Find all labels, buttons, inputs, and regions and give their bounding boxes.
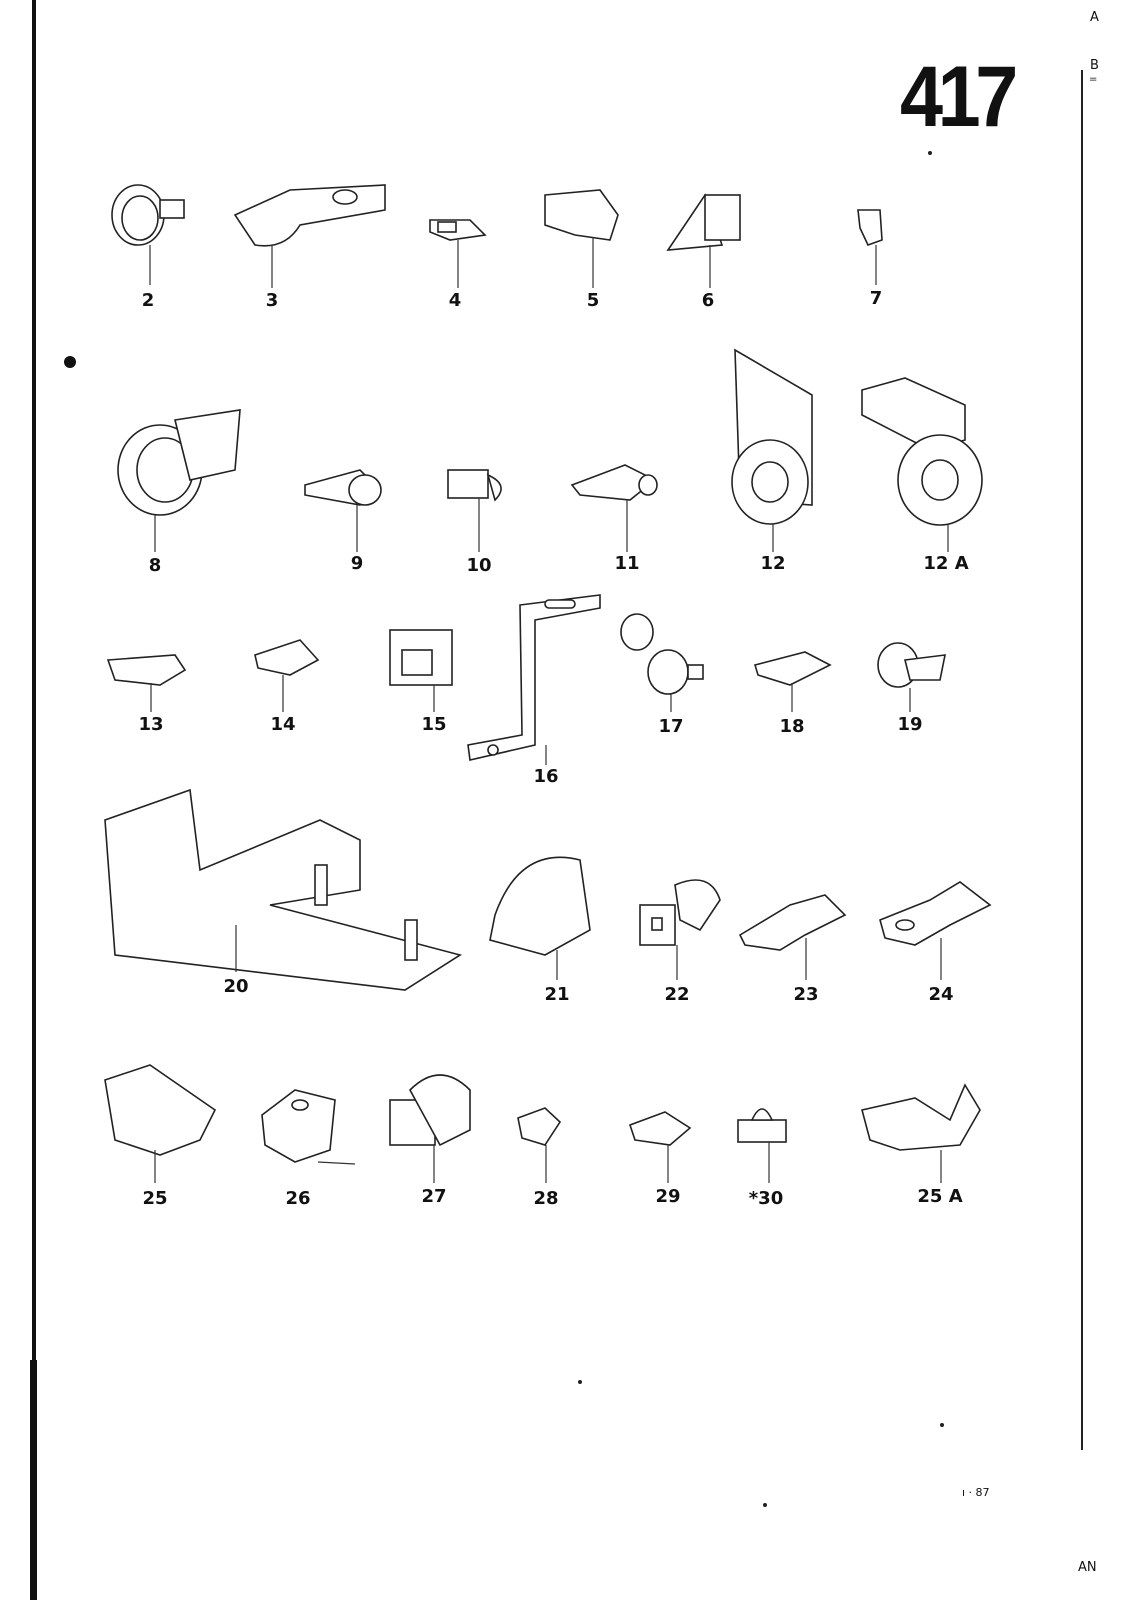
right-margin-line (1081, 70, 1083, 1450)
part-label-26: 26 (285, 1188, 311, 1209)
part-26-nut-clip (261, 1089, 356, 1165)
part-9-clip (304, 469, 382, 552)
part-27-clamp (389, 1074, 471, 1183)
part-17-double-clip (620, 613, 704, 712)
part-label-27: 27 (421, 1186, 447, 1207)
part-11-clip (570, 464, 658, 552)
part-label-25a: 25 A (917, 1186, 963, 1207)
part-label-28: 28 (533, 1188, 559, 1209)
part-15-cable-holder (389, 629, 453, 712)
part-label-29: 29 (655, 1186, 681, 1207)
part-label-6: 6 (701, 290, 715, 311)
part-5-clip (544, 189, 619, 288)
part-25a-clip (861, 1083, 981, 1183)
part-label-18: 18 (779, 716, 805, 737)
part-label-24: 24 (928, 984, 954, 1005)
part-13-clip (106, 654, 187, 712)
date-code: ı · 87 (962, 1486, 990, 1499)
part-label-3: 3 (265, 290, 279, 311)
part-label-9: 9 (350, 553, 364, 574)
part-21-clamp (489, 856, 591, 980)
part-4-clip (429, 219, 487, 288)
part-14-clip (254, 639, 320, 712)
part-10-clip (447, 469, 502, 552)
scan-specks (64, 151, 944, 1507)
part-label-8: 8 (148, 555, 162, 576)
page-number: 417 (900, 49, 1018, 145)
part-label-2: 2 (141, 290, 155, 311)
part-label-19: 19 (897, 714, 923, 735)
part-label-30: *30 (748, 1188, 784, 1209)
part-25-clip (104, 1064, 217, 1183)
part-label-16: 16 (533, 766, 559, 787)
part-label-15: 15 (421, 714, 447, 735)
edge-mark-b: B (1090, 58, 1099, 73)
edge-mark-eq: = (1089, 74, 1098, 85)
left-binding-edge (32, 0, 36, 1600)
part-label-5: 5 (586, 290, 600, 311)
part-6-retainer (666, 193, 741, 288)
part-label-22: 22 (664, 984, 690, 1005)
part-23-clip (738, 894, 847, 980)
edge-mark-a: A (1090, 10, 1099, 25)
part-8-clamp (117, 409, 241, 552)
left-binding-shadow (30, 1360, 37, 1600)
part-22-clip (639, 879, 721, 980)
part-28-clip (517, 1107, 562, 1183)
part-label-11: 11 (614, 553, 640, 574)
part-label-12a: 12 A (923, 553, 969, 574)
part-label-13: 13 (138, 714, 164, 735)
part-label-17: 17 (658, 716, 684, 737)
part-2-hose-clamp (111, 184, 185, 285)
part-18-clip (753, 651, 832, 712)
part-12-grommet-bracket (731, 348, 813, 552)
part-label-23: 23 (793, 984, 819, 1005)
part-3-pipe-clip (233, 184, 386, 288)
part-label-20: 20 (223, 976, 249, 997)
part-16-bracket (467, 594, 601, 765)
part-label-10: 10 (466, 555, 492, 576)
part-label-25: 25 (142, 1188, 168, 1209)
part-label-7: 7 (869, 288, 883, 309)
part-12a-grommet-bracket (861, 377, 983, 552)
part-19-clip (877, 642, 947, 712)
part-label-21: 21 (544, 984, 570, 1005)
part-label-12: 12 (760, 553, 786, 574)
part-7-clip (857, 209, 883, 285)
part-24-clip (879, 881, 992, 980)
part-30-push-clip (737, 1108, 787, 1183)
edge-mark-an: AN (1078, 1560, 1097, 1575)
part-20-bracket (104, 788, 462, 991)
part-label-4: 4 (448, 290, 462, 311)
part-29-clip (628, 1111, 692, 1183)
part-label-14: 14 (270, 714, 296, 735)
